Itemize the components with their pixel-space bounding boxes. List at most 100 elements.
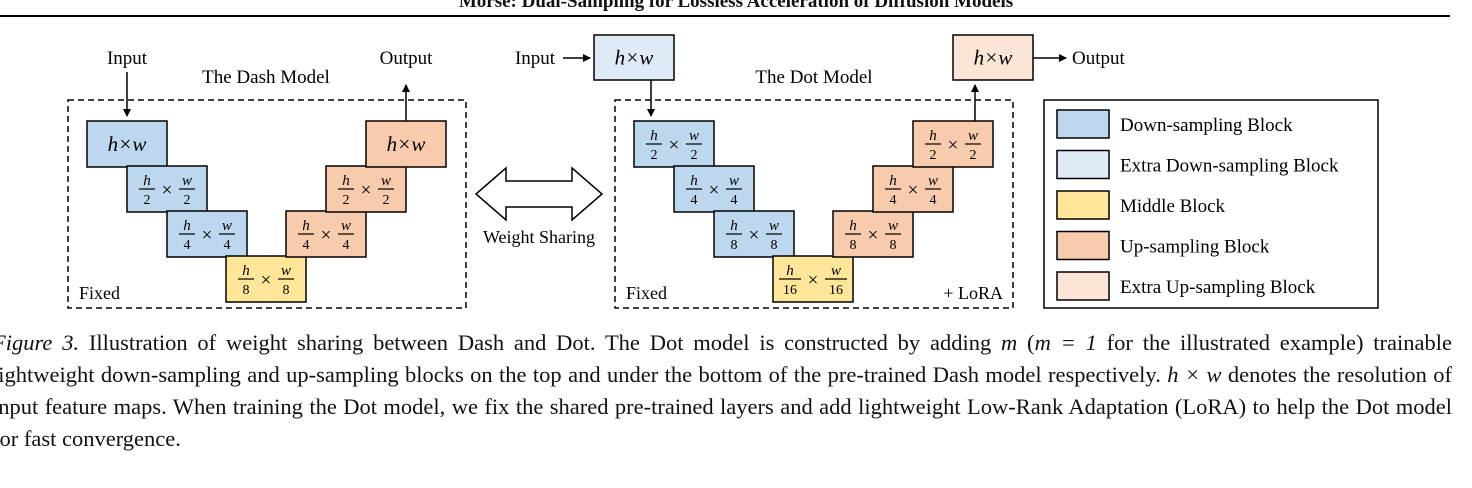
legend-item: Extra Down-sampling Block: [1056, 149, 1339, 180]
dot-middle-times: ×: [808, 270, 819, 291]
dash-down-2-den-w: 2: [184, 193, 191, 208]
dot-up-2-num-h: h: [889, 173, 897, 189]
caption-text-1: Illustration of weight sharing between D…: [79, 330, 1001, 355]
decor-layer: [67, 54, 1379, 309]
dot-down-2: h4×w4: [673, 165, 755, 213]
dash-middle-den-w: 8: [283, 283, 290, 298]
dash-fixed-label: Fixed: [79, 283, 120, 303]
dash-down-3-den-w: 4: [224, 238, 231, 253]
dash-up-3-times: ×: [321, 225, 332, 246]
legend-label: Extra Down-sampling Block: [1120, 156, 1339, 177]
header-rule: [0, 15, 1450, 17]
dot-up-1-num-h: h: [929, 128, 937, 144]
legend-item: Down-sampling Block: [1056, 109, 1293, 139]
dash-title: The Dash Model: [202, 67, 330, 88]
caption-text-2: (: [1017, 330, 1035, 355]
dot-down-3: h8×w8: [713, 210, 795, 258]
dot-up-1-num-w: w: [968, 128, 978, 144]
dot-middle-den-w: 16: [829, 283, 843, 298]
dot-extra-down: h×w: [593, 34, 675, 81]
dot-input-label: Input: [515, 48, 556, 69]
dash-down-2-times: ×: [162, 180, 173, 201]
caption-hw: h × w: [1167, 362, 1222, 387]
dot-frame: [614, 99, 1014, 309]
dash-down-3-num-h: h: [183, 218, 191, 234]
dash-input-label: Input: [107, 48, 148, 69]
dot-up-2-den-h: 4: [890, 193, 897, 208]
legend-swatch: [1056, 149, 1110, 180]
dash-down-2-num-w: w: [182, 173, 192, 189]
caption-m: m: [1001, 330, 1018, 355]
dash-up-3-num-h: h: [302, 218, 310, 234]
dot-up-3-den-w: 8: [890, 238, 897, 253]
legend-label: Up-sampling Block: [1120, 237, 1270, 258]
dash-down-3-den-h: 4: [184, 238, 191, 253]
legend-frame: [1043, 99, 1379, 309]
dot-down-2-den-w: 4: [731, 193, 738, 208]
dash-up-2-times: ×: [361, 180, 372, 201]
dash-middle-num-h: h: [242, 263, 250, 279]
legend-swatch: [1056, 109, 1110, 139]
weight-sharing-double-arrow: [474, 166, 604, 222]
dot-up-3-den-h: 8: [850, 238, 857, 253]
dot-middle: h16×w16: [772, 255, 854, 303]
dot-down-1-den-w: 2: [691, 148, 698, 163]
dash-middle-num-w: w: [281, 263, 291, 279]
legend-swatch: [1056, 190, 1110, 220]
dot-up-2-times: ×: [908, 180, 919, 201]
dash-output-label: Output: [380, 48, 434, 69]
dash-down-3-num-w: w: [222, 218, 232, 234]
dot-extra-down-label: h×w: [615, 46, 654, 70]
dash-down-2: h 2 × w 2: [126, 165, 208, 213]
dot-middle-num-w: w: [831, 263, 841, 279]
dash-middle-den-h: 8: [243, 283, 250, 298]
dash-down-3-times: ×: [202, 225, 213, 246]
dash-up-2-num-h: h: [342, 173, 350, 189]
caption-text-3: for the illustrated example) trainable l…: [0, 330, 1452, 387]
dot-lora-label: + LoRA: [943, 283, 1003, 303]
labels-layer: Input Output The Dash Model Fixed Weight…: [79, 48, 1126, 303]
dash-up-2-den-w: 2: [383, 193, 390, 208]
dot-up-3-num-w: w: [888, 218, 898, 234]
dot-middle-num-h: h: [786, 263, 794, 279]
dash-middle: h8×w8: [225, 255, 307, 303]
dash-up-3-num-w: w: [341, 218, 351, 234]
legend-item: Extra Up-sampling Block: [1056, 271, 1316, 301]
dot-down-2-den-h: 4: [691, 193, 698, 208]
dash-up-1-label: h×w: [387, 132, 426, 156]
dash-up-3-den-w: 4: [343, 238, 350, 253]
legend-item: Up-sampling Block: [1056, 230, 1270, 261]
dash-down-1-label: h×w: [108, 132, 147, 156]
dot-extra-up-label: h×w: [974, 46, 1013, 70]
legend-item: Middle Block: [1056, 190, 1226, 220]
dash-up-3: h 4 × w 4: [285, 210, 367, 258]
dash-down-1: h×w: [86, 120, 168, 168]
dot-down-3-den-h: 8: [731, 238, 738, 253]
dot-down-3-times: ×: [749, 225, 760, 246]
dot-up-1: h2×w2: [912, 120, 994, 168]
caption-label: Figure 3.: [0, 330, 80, 355]
legend-label: Middle Block: [1120, 196, 1226, 217]
legend-label: Extra Up-sampling Block: [1120, 277, 1316, 298]
dot-up-3-times: ×: [868, 225, 879, 246]
dot-down-3-den-w: 8: [771, 238, 778, 253]
legend-swatch: [1056, 230, 1110, 261]
dot-fixed-label: Fixed: [626, 283, 667, 303]
dot-up-3-num-h: h: [849, 218, 857, 234]
dash-down-2-den-h: 2: [144, 193, 151, 208]
dot-down-3-num-h: h: [730, 218, 738, 234]
dash-up-1: h×w: [365, 120, 447, 168]
dot-up-3: h 8 × w 8: [832, 210, 914, 258]
dash-frame: [67, 99, 467, 309]
dash-down-2-num-h: h: [143, 173, 151, 189]
dot-down-1-times: ×: [669, 135, 680, 156]
dash-up-3-den-h: 4: [303, 238, 310, 253]
dot-output-label: Output: [1072, 48, 1126, 69]
running-head: Morse: Dual-Sampling for Lossless Accele…: [458, 0, 1014, 12]
dot-down-1-num-h: h: [650, 128, 658, 144]
caption-text-4: denotes the resolution of input feature …: [0, 362, 1452, 451]
legend-swatch: [1056, 271, 1110, 301]
dot-down-2-num-h: h: [690, 173, 698, 189]
